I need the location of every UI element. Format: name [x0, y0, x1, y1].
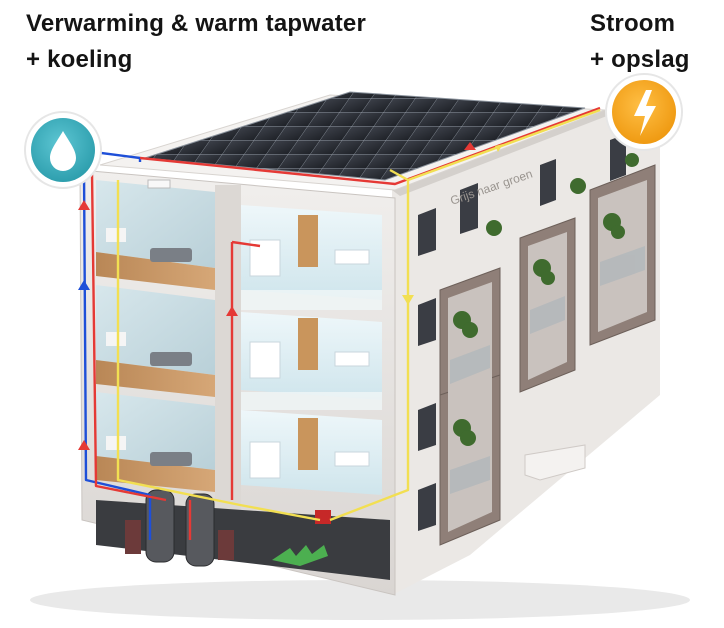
power-heading-line2: + opslag — [590, 46, 690, 73]
flow-arrows — [78, 142, 503, 450]
pipe-network — [61, 106, 601, 540]
green-leaf-logo — [272, 545, 328, 566]
heating-heading-line1: Verwarming & warm tapwater — [26, 10, 366, 37]
power-heading: Stroom + opslag — [590, 6, 690, 78]
power-heading-line1: Stroom — [590, 10, 676, 37]
water-drop-icon — [24, 111, 102, 189]
ground-shadow — [30, 580, 690, 620]
heating-heading-line2: + koeling — [26, 46, 133, 73]
front-cutaway — [79, 169, 396, 596]
lightning-bolt-icon — [605, 73, 683, 151]
heating-heading: Verwarming & warm tapwater + koeling — [26, 6, 366, 78]
basement-tanks — [125, 489, 331, 567]
right-facade — [392, 110, 660, 595]
